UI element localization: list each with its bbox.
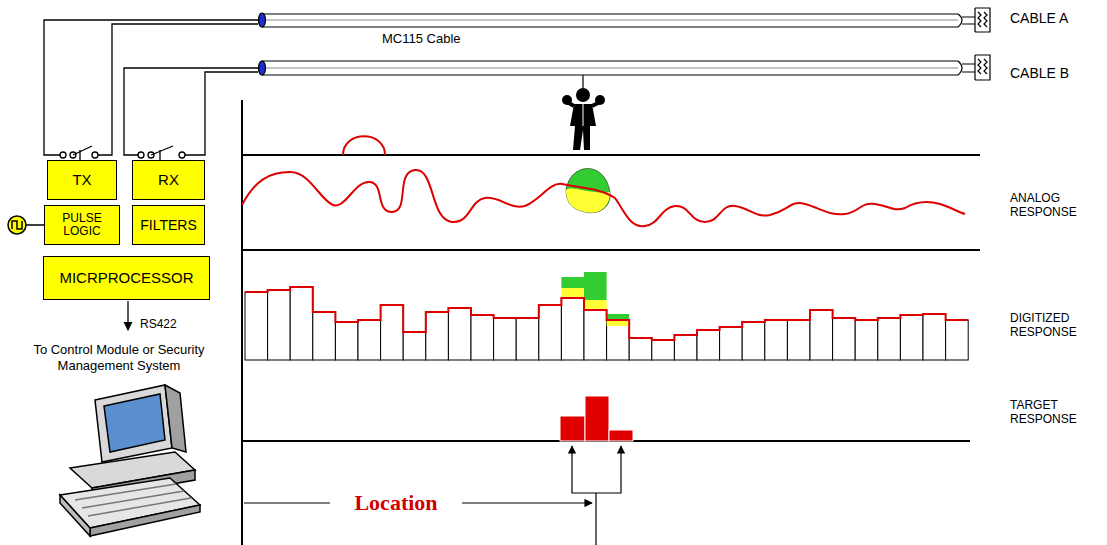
- intruder-figure: [562, 75, 605, 150]
- rx-box: RX: [132, 160, 205, 200]
- box-label: TX: [72, 172, 91, 188]
- analog-blob: [566, 169, 610, 213]
- box-label: FILTERS: [140, 218, 197, 233]
- microprocessor-box: MICRPROCESSOR: [43, 256, 210, 300]
- tx-box: TX: [47, 160, 117, 200]
- chart-axes: [242, 100, 980, 545]
- pulse-logic-box: PULSE LOGIC: [44, 205, 120, 245]
- location-bracket: [244, 446, 621, 545]
- trace-label: ANALOG RESPONSE: [1010, 191, 1105, 220]
- cable-label: CABLE A: [1010, 10, 1102, 27]
- cable-b: [259, 55, 991, 80]
- interface-label: RS422: [140, 317, 220, 331]
- cable-bump: [343, 136, 385, 155]
- box-label: RX: [158, 172, 179, 188]
- filters-box: FILTERS: [132, 205, 205, 245]
- trace-label: DIGITIZED RESPONSE: [1010, 311, 1105, 340]
- wires: [44, 20, 258, 160]
- cable-label: CABLE B: [1010, 65, 1102, 82]
- analog-curve: [242, 170, 965, 226]
- cable-a: [259, 8, 991, 32]
- cable-type-label: MC115 Cable: [382, 31, 502, 47]
- location-label: Location: [330, 490, 462, 516]
- box-label: PULSE LOGIC: [45, 212, 119, 237]
- computer-icon: [60, 385, 200, 536]
- trace-label: TARGET RESPONSE: [1010, 398, 1105, 427]
- digitized-bars: [245, 272, 968, 360]
- rs422-arrow: [127, 301, 128, 330]
- target-bars: [560, 396, 633, 441]
- clock-symbol: [8, 216, 47, 234]
- destination-note: To Control Module or Security Management…: [3, 342, 235, 373]
- box-label: MICRPROCESSOR: [59, 270, 193, 286]
